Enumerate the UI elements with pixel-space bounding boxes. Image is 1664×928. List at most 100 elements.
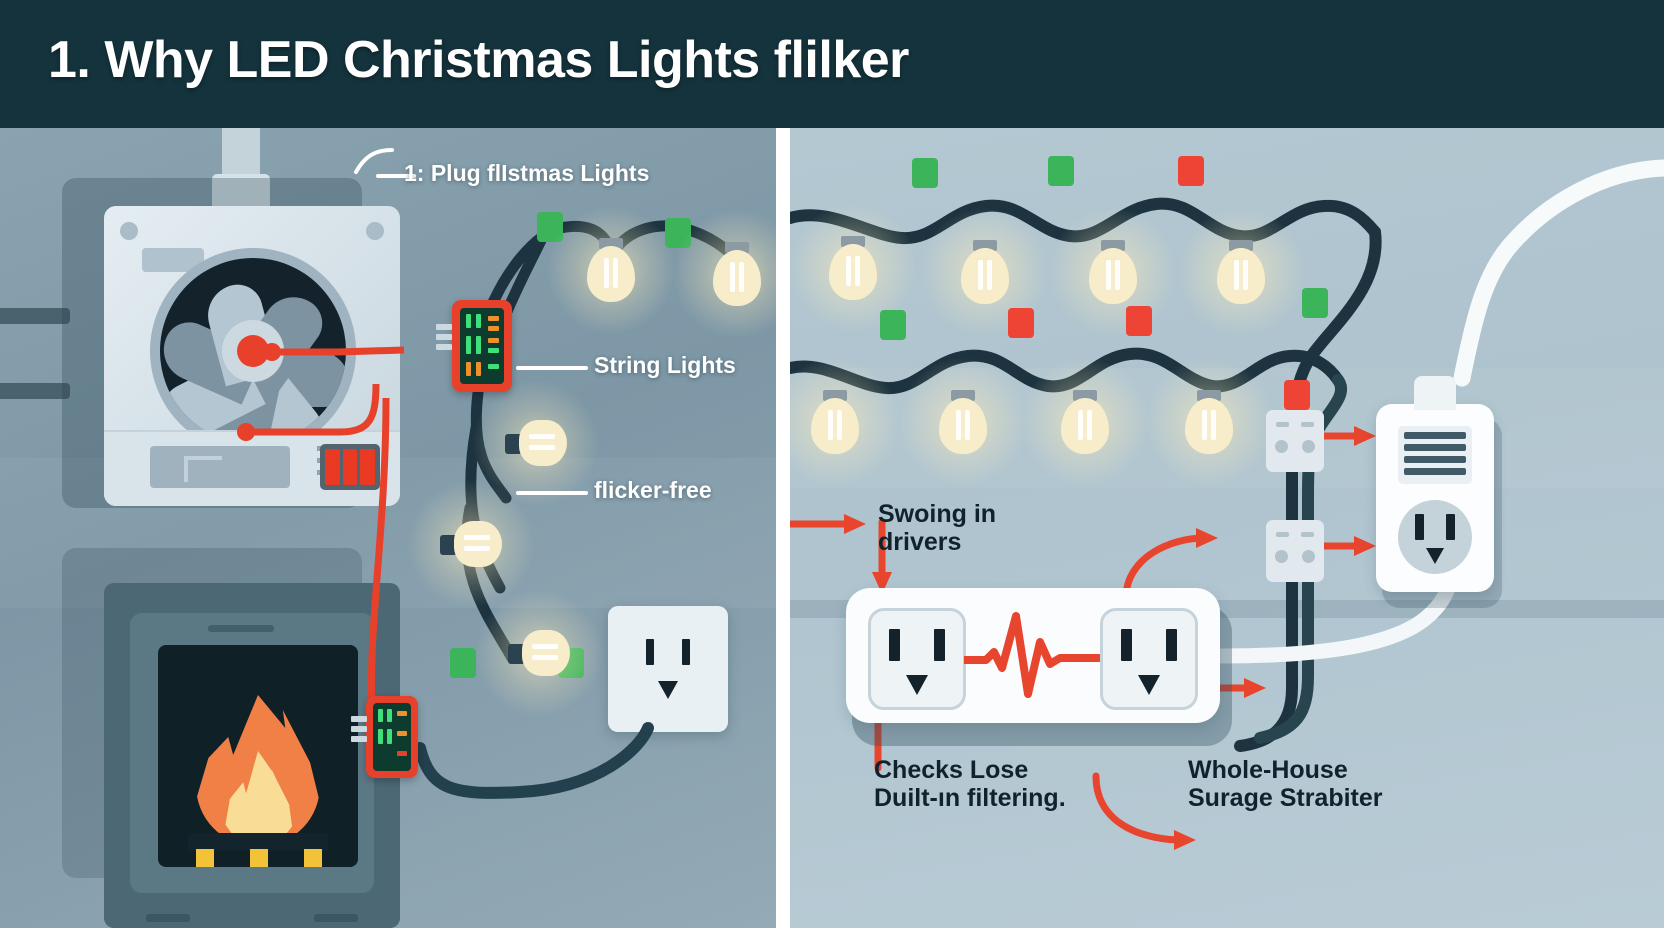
- driver-pin: [436, 344, 452, 350]
- driver-pcb: [373, 703, 411, 771]
- bulb-glass: [522, 630, 570, 676]
- cable-stub-lower: [0, 383, 70, 399]
- bulb-glass: [713, 250, 761, 306]
- bulb-filament: [1115, 260, 1120, 290]
- driver-led: [488, 364, 499, 369]
- bulb-filament: [529, 434, 555, 439]
- bulb-icon: [898, 357, 1028, 487]
- bulb-filament: [978, 260, 983, 290]
- driver-module-bottom[interactable]: [351, 696, 418, 778]
- light-clip: [880, 310, 906, 340]
- socket-pin: [1276, 422, 1289, 427]
- bulb-cap: [1197, 390, 1221, 401]
- bulb-filament: [965, 410, 970, 440]
- bulb-glass: [939, 398, 987, 454]
- outlet-ground: [1138, 675, 1160, 695]
- bulb-filament: [604, 258, 609, 288]
- page-title: 1. Why LED Christmas Lights flilker: [48, 31, 909, 89]
- outlet-icon: [1398, 500, 1472, 574]
- power-strip[interactable]: [846, 588, 1220, 723]
- strip-socket-right[interactable]: [1100, 608, 1198, 710]
- burner-bar: [188, 833, 328, 851]
- driver-led: [476, 314, 481, 328]
- bulb-filament: [1211, 410, 1216, 440]
- outlet-slot: [646, 639, 654, 665]
- bulb-glass: [1217, 248, 1265, 304]
- bulb-filament: [987, 260, 992, 290]
- bulb-cap: [508, 644, 525, 664]
- callout-line-1: Whole-House: [1188, 756, 1348, 784]
- bulb-filament: [532, 655, 558, 660]
- bulb-icon: [920, 207, 1050, 337]
- outlet-slot: [1166, 629, 1177, 661]
- bulb-filament: [1106, 260, 1111, 290]
- callout-line-2: drivers: [878, 528, 962, 556]
- bulb-filament: [1078, 410, 1083, 440]
- bulb-glass: [1089, 248, 1137, 304]
- outlet-slot: [1415, 514, 1424, 540]
- driver-module-top[interactable]: [436, 300, 512, 392]
- psu-unit: [104, 206, 400, 506]
- header-bar: 1. Why LED Christmas Lights flilker: [0, 0, 1664, 128]
- driver-led: [476, 362, 481, 376]
- driver-pin: [436, 324, 452, 330]
- burner-port: [250, 849, 268, 867]
- driver-led: [488, 338, 499, 343]
- socket-hole: [1302, 440, 1315, 453]
- strip-socket-left[interactable]: [868, 608, 966, 710]
- driver-led: [466, 362, 471, 376]
- oven-foot: [314, 914, 358, 922]
- psu-power-switch[interactable]: [320, 444, 380, 490]
- driver-pin: [351, 736, 367, 742]
- surge-protector-neck: [1414, 376, 1456, 410]
- fan-blades: [160, 258, 346, 444]
- bulb-cap: [599, 238, 623, 249]
- screw-icon: [120, 222, 138, 240]
- light-clip: [450, 648, 476, 678]
- surge-protector[interactable]: [1376, 376, 1494, 592]
- oven-window: [158, 645, 358, 867]
- psu-lower-face: [104, 430, 400, 506]
- surge-protector-grille: [1398, 426, 1472, 484]
- driver-led: [387, 709, 392, 722]
- light-clip: [1126, 306, 1152, 336]
- switch-segment: [325, 449, 340, 485]
- outlet-ground: [906, 675, 928, 695]
- light-clip: [1178, 156, 1204, 186]
- oven-frame: [130, 613, 374, 893]
- right-panel: Swoing in drivers Checks Lose Duilt-ın f…: [790, 128, 1664, 928]
- bulb-glass: [519, 420, 567, 466]
- bulb-cap: [1229, 240, 1253, 251]
- bulb-filament: [828, 410, 833, 440]
- driver-led: [378, 729, 383, 744]
- light-clip: [1284, 380, 1310, 410]
- callout-line-2: Surage Strabiter: [1188, 784, 1383, 812]
- bulb-filament: [613, 258, 618, 288]
- psu-vent-notch: [184, 456, 222, 482]
- socket-pin: [1301, 532, 1314, 537]
- bulb-filament: [855, 256, 860, 286]
- wall-outlet[interactable]: [608, 606, 728, 732]
- bulb-glass: [961, 248, 1009, 304]
- bulb-filament: [1087, 410, 1092, 440]
- burner-port: [304, 849, 322, 867]
- bulb-icon: [790, 203, 918, 333]
- callout-leader: [516, 491, 588, 495]
- bulb-icon: [1176, 207, 1306, 337]
- bulb-filament: [1243, 260, 1248, 290]
- inline-socket-lower[interactable]: [1266, 520, 1324, 582]
- bulb-icon: [472, 379, 600, 507]
- light-clip: [1048, 156, 1074, 186]
- plug-stack-collar: [212, 174, 270, 210]
- bulb-icon: [407, 480, 535, 608]
- callout-leader: [376, 174, 416, 178]
- inline-socket-upper[interactable]: [1266, 410, 1324, 472]
- driver-led: [397, 711, 407, 716]
- bulb-filament: [464, 535, 490, 540]
- outlet-icon: [640, 635, 696, 703]
- bulb-icon: [790, 357, 900, 487]
- bulb-filament: [1234, 260, 1239, 290]
- driver-led: [466, 336, 471, 354]
- driver-led: [488, 348, 499, 353]
- bulb-cap: [440, 535, 457, 555]
